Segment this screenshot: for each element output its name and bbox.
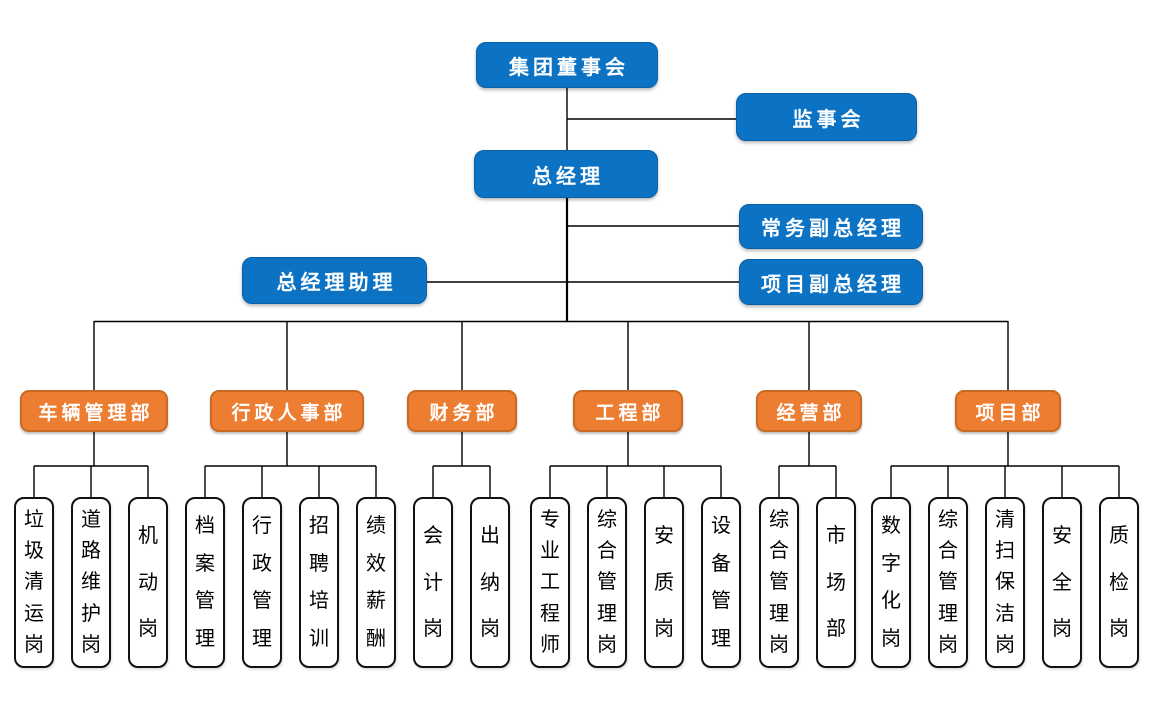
position-label: 质检岗 [1109, 524, 1129, 641]
position-node: 市场部 [816, 497, 856, 668]
position-node: 清扫保洁岗 [985, 497, 1025, 668]
position-node: 综合管理岗 [587, 497, 627, 668]
position-node: 综合管理岗 [928, 497, 968, 668]
position-node: 档案管理 [185, 497, 225, 668]
position-label: 专业工程师 [540, 509, 560, 656]
position-label: 安全岗 [1052, 524, 1072, 641]
position-label: 数字化岗 [881, 515, 901, 650]
position-label: 市场部 [826, 524, 846, 641]
position-label: 综合管理岗 [938, 509, 958, 656]
position-label: 综合管理岗 [769, 509, 789, 656]
position-node: 道路维护岗 [71, 497, 111, 668]
position-node: 出纳岗 [470, 497, 510, 668]
node-dept-project: 项目部 [955, 390, 1061, 432]
node-general-manager: 总经理 [474, 150, 658, 198]
position-label: 道路维护岗 [81, 509, 101, 656]
position-node: 绩效薪酬 [356, 497, 396, 668]
node-gm-assistant: 总经理助理 [242, 257, 427, 304]
position-label: 机动岗 [138, 524, 158, 641]
position-label: 出纳岗 [480, 524, 500, 641]
position-node: 数字化岗 [871, 497, 911, 668]
position-node: 质检岗 [1099, 497, 1139, 668]
position-node: 会计岗 [413, 497, 453, 668]
node-dept-vehicle-management: 车辆管理部 [20, 390, 168, 432]
node-group-board: 集团董事会 [476, 42, 658, 88]
position-node: 垃圾清运岗 [14, 497, 54, 668]
node-dept-admin-hr: 行政人事部 [210, 390, 364, 432]
position-label: 设备管理 [711, 515, 731, 650]
position-node: 设备管理 [701, 497, 741, 668]
node-executive-deputy-gm: 常务副总经理 [739, 204, 923, 249]
position-label: 行政管理 [252, 515, 272, 650]
position-node: 行政管理 [242, 497, 282, 668]
position-label: 垃圾清运岗 [24, 509, 44, 656]
position-node: 综合管理岗 [759, 497, 799, 668]
position-node: 机动岗 [128, 497, 168, 668]
position-label: 招聘培训 [309, 515, 329, 650]
position-label: 清扫保洁岗 [995, 509, 1015, 656]
position-node: 招聘培训 [299, 497, 339, 668]
node-supervisory-board: 监事会 [736, 93, 917, 141]
node-dept-finance: 财务部 [407, 390, 517, 432]
position-label: 绩效薪酬 [366, 515, 386, 650]
node-dept-engineering: 工程部 [573, 390, 683, 432]
position-node: 安全岗 [1042, 497, 1082, 668]
position-node: 专业工程师 [530, 497, 570, 668]
node-project-deputy-gm: 项目副总经理 [739, 259, 923, 305]
position-label: 安质岗 [654, 524, 674, 641]
position-label: 会计岗 [423, 524, 443, 641]
position-label: 档案管理 [195, 515, 215, 650]
position-node: 安质岗 [644, 497, 684, 668]
node-dept-operations: 经营部 [756, 390, 862, 432]
position-label: 综合管理岗 [597, 509, 617, 656]
